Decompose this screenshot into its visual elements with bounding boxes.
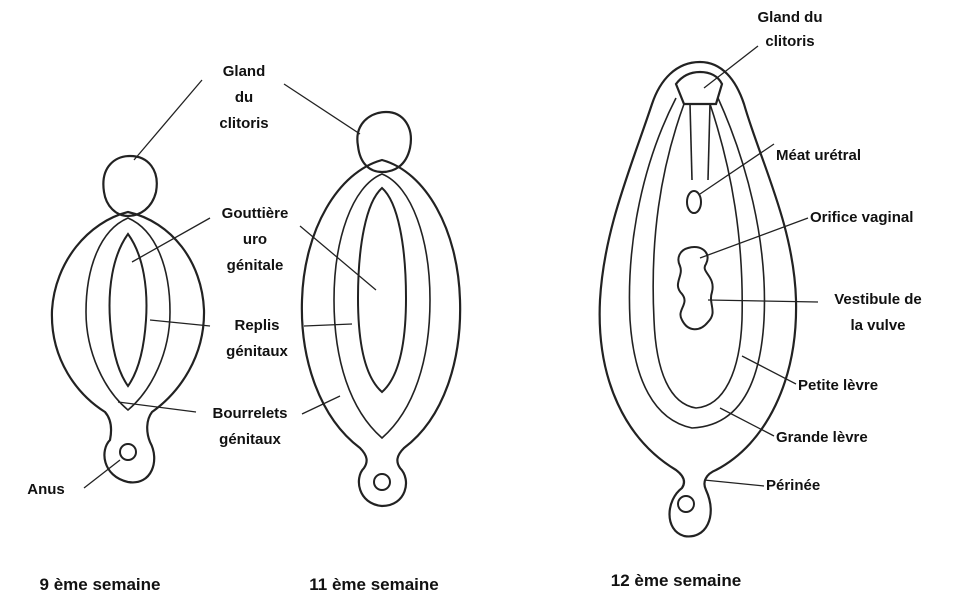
leader-meat (700, 144, 774, 194)
label-perinee: Périnée (766, 477, 820, 494)
captions: 9 ème semaine 11 ème semaine 12 ème sema… (40, 571, 742, 594)
week11-anus (374, 474, 390, 490)
label-gouttiere-line2: uro (243, 231, 267, 248)
week12-glans-line (690, 104, 692, 180)
label-orifice: Orifice vaginal (810, 209, 913, 226)
label-gland12-line2: clitoris (765, 33, 814, 50)
labels-left: Gland du clitoris Gouttière uro génitale… (27, 63, 288, 498)
week9-glans (103, 156, 156, 216)
label-gouttiere-line3: génitale (227, 257, 284, 274)
leader-perinee (704, 480, 764, 486)
caption-week9: 9 ème semaine (40, 575, 161, 594)
leader-replis-9 (150, 320, 210, 326)
week9-figure (52, 156, 204, 482)
caption-week11: 11 ème semaine (309, 575, 438, 594)
week12-glans-line-2 (708, 104, 710, 180)
week12-vaginal-orifice (678, 247, 713, 329)
leader-gouttiere-9 (132, 218, 210, 262)
week11-figure (302, 112, 460, 506)
week12-glans (676, 72, 722, 104)
label-gland12-line1: Gland du (758, 9, 823, 26)
week11-urogenital-groove (358, 188, 406, 392)
labels-right: Gland du clitoris Méat urétral Orifice v… (758, 9, 922, 494)
leader-gland-11 (284, 84, 360, 134)
label-gland-line2: du (235, 89, 253, 106)
leader-vestibule (708, 300, 818, 302)
label-gland-line3: clitoris (219, 115, 268, 132)
label-grande: Grande lèvre (776, 429, 868, 446)
label-vestibule-line2: la vulve (850, 317, 905, 334)
label-bourrelets-line2: génitaux (219, 431, 281, 448)
leader-gland-12 (704, 46, 758, 88)
label-anus: Anus (27, 481, 65, 498)
week9-anus (120, 444, 136, 460)
label-meat: Méat urétral (776, 147, 861, 164)
label-gland-line1: Gland (223, 63, 266, 80)
week11-glans (357, 112, 410, 172)
leader-orifice (700, 218, 808, 258)
label-vestibule-line1: Vestibule de (834, 291, 922, 308)
label-gouttiere-line1: Gouttière (222, 205, 289, 222)
label-petite: Petite lèvre (798, 377, 878, 394)
week12-urethral-meatus (687, 191, 701, 213)
label-replis-line1: Replis (234, 317, 279, 334)
week12-figure (600, 62, 796, 536)
label-replis-line2: génitaux (226, 343, 288, 360)
leader-replis-11 (304, 324, 352, 326)
leader-gland-9 (134, 80, 202, 160)
caption-week12: 12 ème semaine (611, 571, 741, 590)
leader-bourrelets-9 (118, 402, 196, 412)
leader-anus (84, 460, 120, 488)
week12-anus (678, 496, 694, 512)
label-bourrelets-line1: Bourrelets (212, 405, 287, 422)
